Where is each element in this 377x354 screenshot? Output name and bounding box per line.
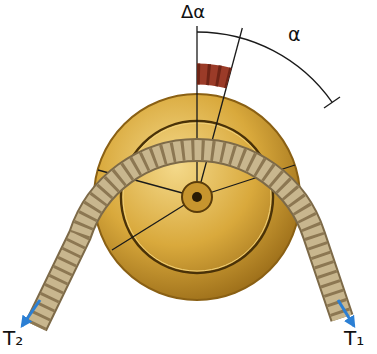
tension-arrow bbox=[338, 300, 354, 326]
pulley-hub bbox=[182, 182, 212, 212]
tension-label: T₂ bbox=[3, 327, 23, 349]
tension-arrow bbox=[22, 300, 40, 326]
tension-label: T₁ bbox=[344, 327, 364, 349]
rope-element-twist bbox=[197, 74, 229, 78]
pulley-axle bbox=[192, 192, 202, 202]
rope bbox=[36, 150, 342, 326]
rope-twist bbox=[36, 150, 342, 326]
rope-edge bbox=[36, 150, 342, 326]
angle-label: α bbox=[288, 24, 301, 45]
angle-arc bbox=[197, 32, 332, 102]
angle-tick bbox=[324, 97, 340, 108]
rope-element bbox=[197, 74, 229, 78]
angle-label: Δα bbox=[181, 2, 205, 22]
